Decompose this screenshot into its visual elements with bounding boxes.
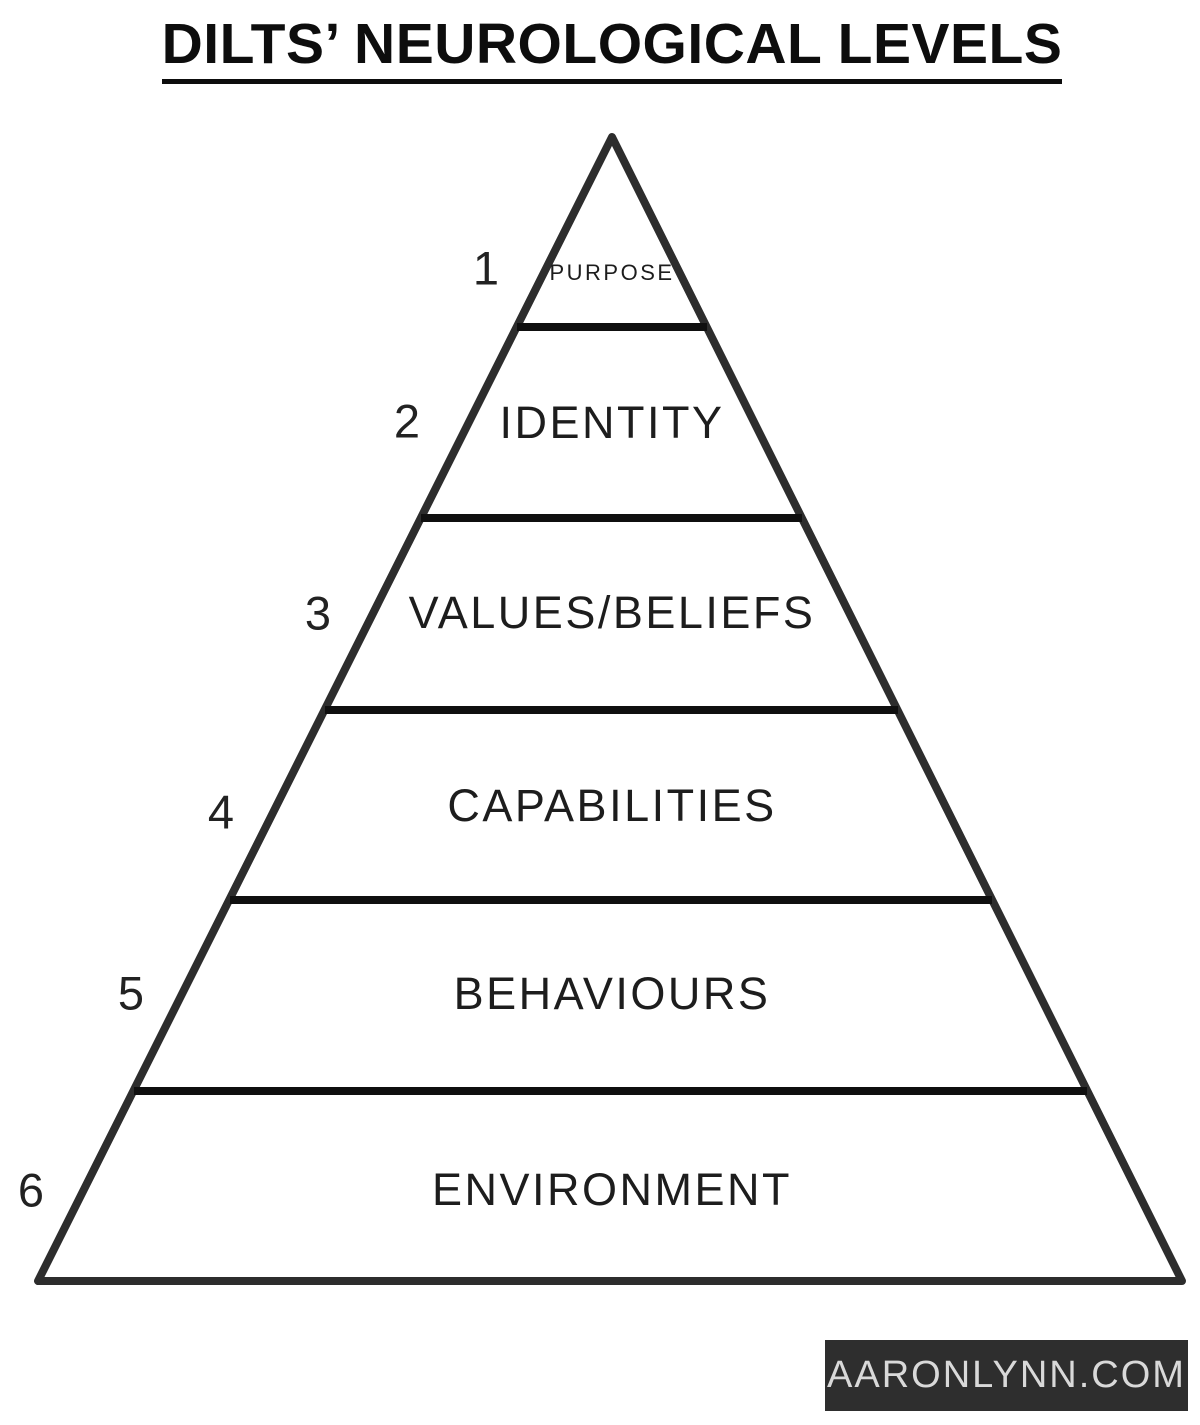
level-number-6: 6 bbox=[17, 1163, 45, 1217]
level-number-1: 1 bbox=[472, 241, 500, 295]
page-title-wrap: DILTS’ NEUROLOGICAL LEVELS bbox=[12, 16, 1200, 84]
level-label-behaviours: BEHAVIOURS bbox=[453, 968, 771, 1019]
level-number-3: 3 bbox=[304, 586, 332, 640]
level-label-environment: ENVIRONMENT bbox=[431, 1164, 793, 1215]
level-label-values-beliefs: VALUES/BELIEFS bbox=[408, 587, 816, 638]
level-label-capabilities: CAPABILITIES bbox=[447, 780, 777, 831]
level-number-5: 5 bbox=[117, 966, 145, 1020]
site-watermark-badge: AARONLYNN.COM bbox=[825, 1340, 1188, 1411]
level-label-identity: IDENTITY bbox=[499, 397, 725, 448]
site-watermark-text: AARONLYNN.COM bbox=[827, 1354, 1186, 1396]
page-title: DILTS’ NEUROLOGICAL LEVELS bbox=[161, 16, 1063, 84]
level-number-2: 2 bbox=[393, 394, 421, 448]
level-label-purpose: PURPOSE bbox=[549, 260, 675, 285]
level-number-4: 4 bbox=[207, 785, 235, 839]
